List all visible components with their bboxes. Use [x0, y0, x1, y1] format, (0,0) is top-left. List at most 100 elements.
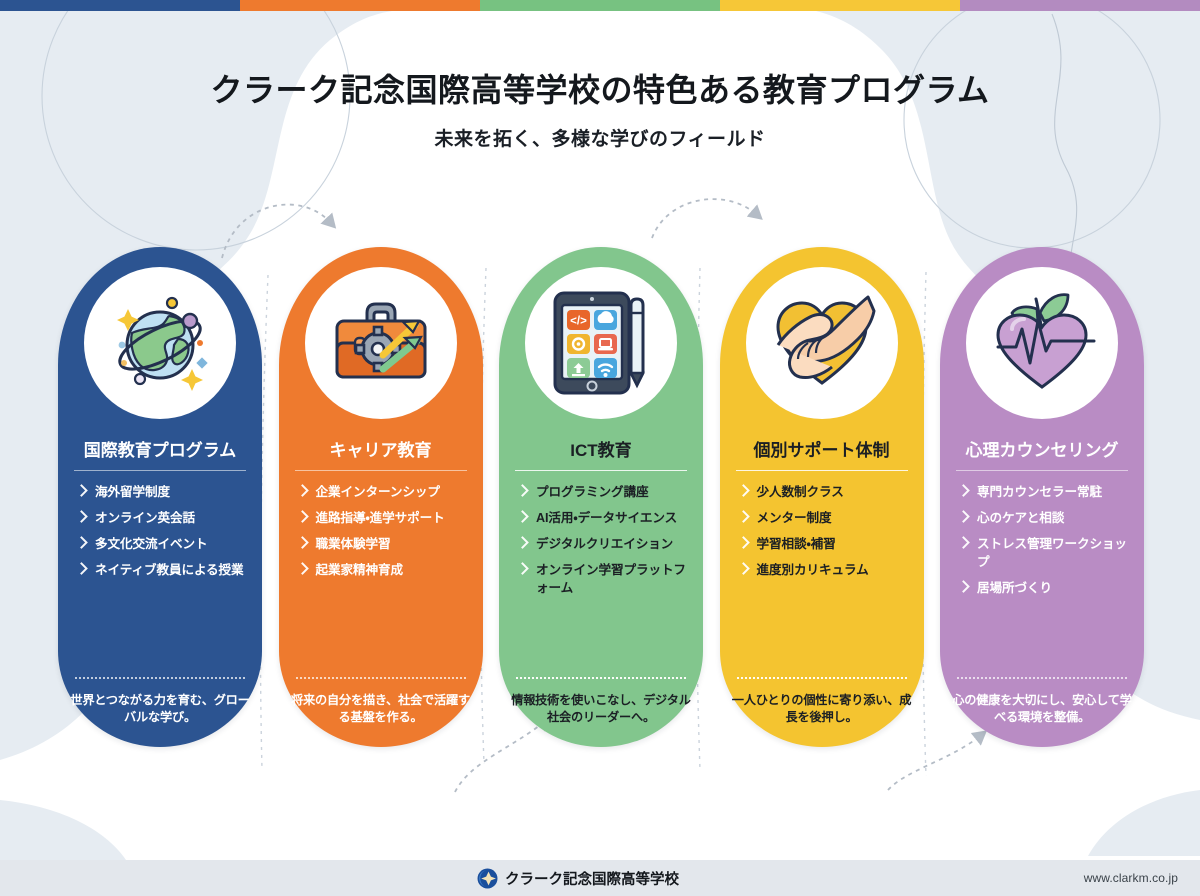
chevron-right-icon — [295, 510, 309, 524]
icon-bubble — [966, 267, 1118, 419]
list-item: 心のケアと相談 — [957, 510, 1133, 528]
helping-hands-heart-icon — [775, 295, 875, 385]
card-counseling[interactable]: 心理カウンセリング 専門カウンセラー常駐 心のケアと相談 ストレス管理ワークショ… — [940, 247, 1144, 747]
list-item: AI活用・データサイエンス — [516, 510, 692, 528]
chevron-right-icon — [75, 562, 88, 575]
title-divider — [74, 470, 246, 472]
list-item-label: プログラミング講座 — [536, 485, 649, 500]
list-item: デジタルクリエイション — [516, 536, 692, 554]
footer-bar: クラーク記念国際高等学校 www.clarkm.co.jp — [0, 860, 1200, 896]
title-divider — [294, 470, 467, 472]
icon-bubble: </> — [525, 267, 677, 419]
list-item-label: 多文化交流イベント — [95, 537, 208, 552]
feature-list: 海外留学制度 オンライン英会話 多文化交流イベント ネイティブ教員による授業 — [69, 484, 251, 588]
note-divider — [295, 676, 466, 679]
icon-bubble — [304, 267, 457, 419]
list-item: 学習相談・補習 — [736, 536, 913, 554]
list-item-label: 海外留学制度 — [95, 485, 170, 500]
list-item-label: 起業家精神育成 — [315, 563, 404, 578]
list-item: 専門カウンセラー常駐 — [957, 484, 1133, 502]
top-color-strip — [0, 0, 1200, 11]
strip-segment-5 — [960, 0, 1200, 11]
footer-brand[interactable]: クラーク記念国際高等学校 — [477, 868, 679, 889]
list-item-label: メンター制度 — [756, 511, 832, 526]
globe-orbit-icon — [117, 296, 208, 391]
card-note: 一人ひとりの個性に寄り添い、成長を後押し。 — [731, 692, 912, 725]
chevron-right-icon — [736, 562, 750, 575]
title-divider — [515, 470, 687, 472]
note-divider — [75, 676, 245, 679]
list-item-label: 居場所づくり — [977, 580, 1052, 595]
card-support[interactable]: 個別サポート体制 少人数制クラス メンター制度 学習相談・補習 進度別カリキュラ… — [719, 247, 924, 747]
header: クラーク記念国際高等学校の特色ある教育プログラム 未来を拓く、多様な学びのフィー… — [0, 72, 1200, 151]
title-divider — [956, 470, 1128, 472]
list-item: オンライン英会話 — [75, 510, 251, 528]
note-divider — [957, 676, 1127, 679]
chevron-right-icon — [957, 484, 970, 498]
chevron-right-icon — [957, 536, 970, 550]
card-ict[interactable]: </> — [499, 247, 703, 747]
chevron-right-icon — [75, 510, 88, 524]
clark-star-logo-icon — [477, 868, 498, 888]
icon-bubble — [745, 267, 898, 419]
card-international[interactable]: 国際教育プログラム 海外留学制度 オンライン英会話 多文化交流イベント ネイティ… — [58, 247, 262, 747]
list-item: ストレス管理ワークショップ — [957, 536, 1133, 572]
card-career[interactable]: キャリア教育 企業インターンシップ 進路指導・進学サポート 職業体験学習 起業家… — [278, 247, 483, 747]
footer-brand-name: クラーク記念国際高等学校 — [505, 871, 679, 888]
strip-segment-1 — [0, 0, 240, 11]
list-item-label: 進路指導・進学サポート — [315, 511, 445, 526]
feature-list: 少人数制クラス メンター制度 学習相談・補習 進度別カリキュラム — [731, 484, 913, 588]
chevron-right-icon — [957, 510, 970, 524]
program-cards: 国際教育プログラム 海外留学制度 オンライン英会話 多文化交流イベント ネイティ… — [58, 247, 1144, 747]
list-item-label: ネイティブ教員による授業 — [95, 563, 244, 578]
svg-text:</>: </> — [570, 316, 587, 328]
card-note: 世界とつながる力を育む、グローバルな学び。 — [70, 692, 250, 725]
card-title: 心理カウンセリング — [965, 441, 1119, 460]
note-divider — [736, 676, 907, 679]
page-subtitle: 未来を拓く、多様な学びのフィールド — [434, 128, 766, 150]
list-item: 海外留学制度 — [75, 484, 251, 502]
list-item: プログラミング講座 — [516, 484, 692, 502]
list-item: 進度別カリキュラム — [736, 562, 913, 580]
card-title: 国際教育プログラム — [83, 441, 237, 460]
card-note: 心の健康を大切にし、安心して学べる環境を整備。 — [952, 692, 1132, 725]
page-title: クラーク記念国際高等学校の特色ある教育プログラム — [210, 72, 990, 108]
chevron-right-icon — [295, 484, 309, 498]
strip-segment-4 — [720, 0, 960, 11]
chevron-right-icon — [957, 580, 970, 593]
chevron-right-icon — [516, 510, 529, 524]
footer-url[interactable]: www.clarkm.co.jp — [1083, 871, 1178, 885]
list-item: オンライン学習プラットフォーム — [516, 562, 692, 598]
list-item: メンター制度 — [736, 510, 913, 528]
list-item: ネイティブ教員による授業 — [75, 562, 251, 580]
briefcase-gear-growth-icon — [335, 302, 426, 379]
list-item-label: 企業インターンシップ — [315, 485, 440, 500]
feature-list: 企業インターンシップ 進路指導・進学サポート 職業体験学習 起業家精神育成 — [290, 484, 472, 588]
chevron-right-icon — [736, 484, 750, 498]
heart-sprout-pulse-icon — [996, 293, 1096, 389]
chevron-right-icon — [75, 536, 88, 550]
chevron-right-icon — [295, 536, 309, 550]
list-item-label: 専門カウンセラー常駐 — [977, 485, 1102, 500]
list-item: 起業家精神育成 — [295, 562, 472, 580]
card-note: 情報技術を使いこなし、デジタル社会のリーダーへ。 — [511, 692, 691, 725]
list-item-label: ストレス管理ワークショップ — [977, 537, 1127, 570]
arrow-3-to-4 — [651, 198, 763, 239]
note-divider — [516, 676, 686, 679]
list-item: 居場所づくり — [957, 580, 1133, 598]
chevron-right-icon — [295, 562, 309, 575]
list-item-label: 心のケアと相談 — [977, 511, 1065, 526]
chevron-right-icon — [75, 484, 88, 498]
feature-list: プログラミング講座 AI活用・データサイエンス デジタルクリエイション オンライ… — [510, 484, 692, 605]
list-item-label: 少人数制クラス — [756, 485, 844, 500]
chevron-right-icon — [516, 484, 529, 498]
list-item-label: デジタルクリエイション — [536, 537, 674, 552]
list-item: 企業インターンシップ — [295, 484, 472, 502]
chevron-right-icon — [736, 536, 750, 550]
list-item-label: 進度別カリキュラム — [756, 563, 869, 578]
feature-list: 専門カウンセラー常駐 心のケアと相談 ストレス管理ワークショップ 居場所づくり — [951, 484, 1133, 605]
list-item-label: 学習相談・補習 — [756, 537, 836, 552]
chevron-right-icon — [516, 536, 529, 550]
list-item-label: オンライン学習プラットフォーム — [536, 563, 686, 595]
